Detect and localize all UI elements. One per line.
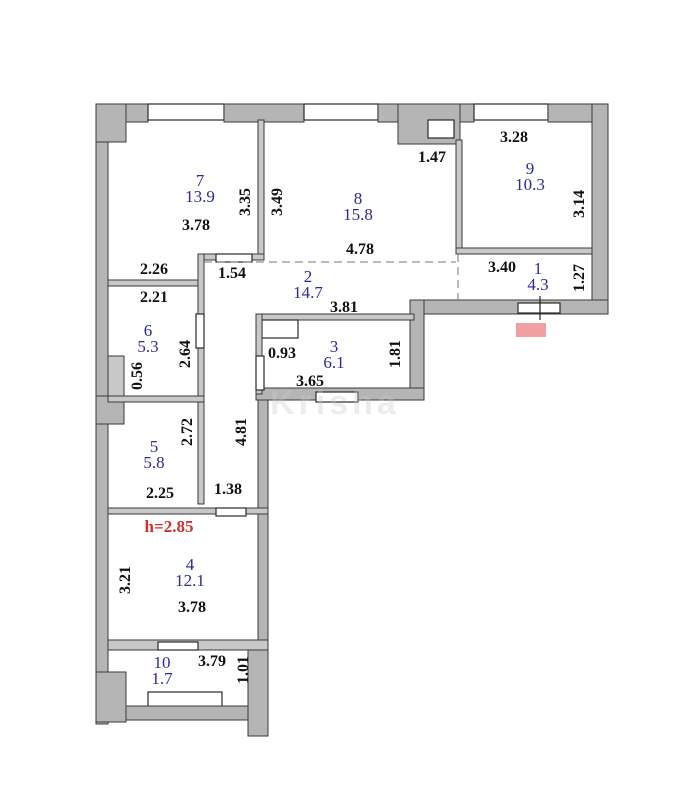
door-room3-side (255, 355, 265, 391)
wall-room9-bottom (455, 247, 593, 255)
dim-r9-width: 3.28 (500, 129, 528, 146)
room-2-area: 14.7 (293, 283, 323, 302)
room-4-area: 12.1 (175, 571, 205, 590)
dim-r8-width: 4.78 (346, 241, 374, 258)
room-10-area: 1.7 (151, 669, 173, 688)
wall-right-outer (591, 103, 609, 315)
wall-balcony-bottom (125, 705, 257, 721)
dim-r10-height: 1.01 (235, 656, 252, 684)
window-room7 (147, 103, 225, 121)
room-6-number: 6 (143, 321, 153, 340)
door-room3 (315, 391, 359, 403)
window-room9 (473, 103, 549, 121)
wall-corner-top-left (95, 103, 127, 143)
room-9-area: 10.3 (515, 175, 545, 194)
wall-room9-left (455, 139, 463, 251)
wall-room7-bottom (107, 279, 205, 287)
room-3-number: 3 (329, 337, 339, 356)
room-5-area: 5.8 (143, 453, 165, 472)
vent-box (427, 119, 455, 139)
wall-corner-bottom-left (95, 671, 127, 723)
dim-r6-niche: 0.56 (129, 362, 146, 390)
dim-corridor-height: 4.81 (233, 418, 250, 446)
wall-room7-8 (257, 119, 265, 261)
wall-room5-bottom (107, 507, 269, 515)
dim-r3-width: 3.65 (296, 373, 324, 390)
room-7-number: 7 (195, 171, 205, 190)
door-balcony (157, 641, 199, 651)
room-3-area: 6.1 (323, 353, 345, 372)
wall-room1-bottom (409, 299, 609, 315)
dim-r9-height: 3.14 (571, 190, 588, 218)
room-5-number: 5 (149, 437, 159, 456)
wall-top-2 (223, 103, 305, 123)
wall-top-4 (547, 103, 593, 123)
wall-room3-left (255, 313, 263, 395)
niche-room6 (107, 355, 125, 397)
watermark: Krisha (270, 384, 400, 422)
dim-hall-door: 1.54 (218, 265, 246, 282)
room-8-area: 15.8 (343, 205, 373, 224)
niche-room3 (261, 319, 299, 339)
dim-r3-height: 1.81 (387, 340, 404, 368)
door-entrance (517, 302, 561, 314)
entrance-marker (516, 323, 546, 337)
dim-r7-bottom: 2.26 (140, 261, 168, 278)
dim-r6-height: 2.64 (177, 340, 194, 368)
room-8-number: 8 (353, 189, 363, 208)
dim-r5-width: 2.25 (146, 485, 174, 502)
wall-balcony-right (247, 649, 269, 737)
dim-r8-left: 3.49 (269, 188, 286, 216)
ceiling-height: h=2.85 (144, 517, 194, 536)
room-1-number: 1 (533, 259, 543, 278)
dim-r2-width: 3.81 (330, 299, 358, 316)
room-7-area: 13.9 (185, 187, 215, 206)
dim-r1-height: 1.27 (571, 264, 588, 292)
room-1-area: 4.3 (527, 275, 549, 294)
dim-r8-niche: 1.47 (418, 149, 446, 166)
dim-r1-width: 3.40 (488, 259, 516, 276)
dim-corridor-width: 1.38 (214, 481, 242, 498)
dim-r10-width: 3.79 (198, 653, 226, 670)
room-6-area: 5.3 (137, 337, 159, 356)
door-room6 (195, 313, 205, 349)
wall-room6-bottom (107, 395, 205, 403)
dim-r5-height: 2.72 (179, 418, 196, 446)
dim-r7-width: 3.78 (182, 217, 210, 234)
dim-r4-height: 3.21 (117, 566, 134, 594)
door-room7 (215, 253, 253, 263)
dim-r7-height: 3.35 (237, 188, 254, 216)
dim-r4-width: 3.78 (178, 599, 206, 616)
room-9-number: 9 (525, 159, 535, 178)
wall-room6-right (197, 253, 205, 505)
wall-top-1 (125, 103, 149, 123)
dim-r6-width: 2.21 (140, 289, 168, 306)
room-4-number: 4 (185, 555, 195, 574)
dim-r3-niche: 0.93 (268, 345, 296, 362)
window-room8 (303, 103, 379, 121)
room-10-number: 10 (153, 653, 171, 672)
room-2-number: 2 (303, 267, 313, 286)
door-room4 (215, 507, 247, 517)
